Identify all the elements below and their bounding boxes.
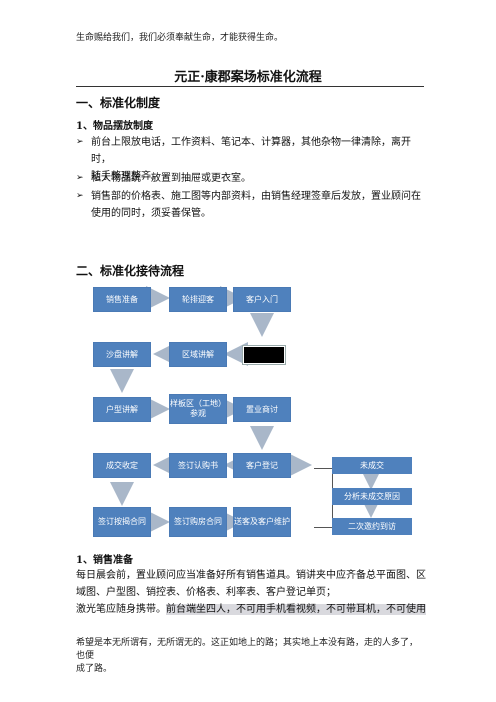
flow-step-customer-register: 客户登记	[233, 453, 291, 478]
footer-line: 希望是本无所谓有，无所谓无的。这正如地上的路；其实地上本没有路，走的人多了，也便	[76, 638, 419, 661]
header-quote: 生命赐给我们，我们必须奉献生命，才能获得生命。	[76, 33, 284, 43]
flow-step-analyze-reason: 分析未成交原因	[332, 488, 412, 505]
paragraph-text: 激光笔应随身携带。	[76, 604, 166, 615]
bullet-line: 销售部的价格表、施工图等内部资料，由销售经理签章后发放，置业顾问在	[91, 191, 421, 202]
flow-step-sales-prep: 销售准备	[93, 287, 151, 312]
arrow-bullet-icon: ➢	[76, 173, 84, 183]
flow-step-rotation: 轮排迎客	[169, 287, 227, 312]
highlighted-text: 前台端坐四人，不可用手机看视频，不可带耳机，不可使用	[166, 604, 426, 615]
bullet-item-3: ➢ 销售部的价格表、施工图等内部资料，由销售经理签章后发放，置业顾问在 使用的同…	[76, 188, 426, 222]
footer-line: 成了路。	[76, 664, 113, 674]
flow-step-unit-intro: 户型讲解	[93, 397, 151, 422]
flow-step-area-intro: 区域讲解	[169, 342, 227, 367]
flow-step-sandbox: 沙盘讲解	[93, 342, 151, 367]
paragraph-line: 每日晨会前，置业顾问应当准备好所有销售道具。销讲夹中应齐备总平面图、区	[76, 570, 426, 581]
flow-step-sign-subscription: 签订认购书	[169, 453, 227, 478]
bullet-item-1: ➢ 前台上限放电话，工作资料、笔记本、计算器，其他杂物一律清除，离开时， 随手整…	[76, 134, 426, 185]
bullet-line: 私人物品统一放置到抽屉或更衣室。	[91, 173, 251, 184]
page-title: 元正·康郡案场标准化流程	[174, 70, 322, 85]
bullet-line: 前台上限放电话，工作资料、笔记本、计算器，其他杂物一律清除，离开时，	[91, 137, 411, 165]
footer-quote: 希望是本无所谓有，无所谓无的。这正如地上的路；其实地上本没有路，走的人多了，也便…	[76, 637, 426, 676]
flow-step-negotiation: 置业商讨	[233, 397, 291, 422]
not-closed-bracket	[314, 468, 333, 528]
flow-step-not-closed: 未成交	[332, 457, 412, 474]
flow-step-model-visit: 样板区（工地）参观	[169, 394, 227, 424]
flow-step-deal-confirm: 成交收定	[93, 453, 151, 478]
bullet-item-2: ➢ 私人物品统一放置到抽屉或更衣室。	[76, 170, 426, 187]
arrow-bullet-icon: ➢	[76, 191, 84, 201]
flow-step-second-invite: 二次邀约到访	[332, 518, 412, 535]
section1-heading: 一、标准化制度	[76, 96, 161, 110]
arrow-bullet-icon: ➢	[76, 137, 84, 147]
flow-step-sign-mortgage: 签订按揭合同	[93, 507, 151, 537]
flow-step-sign-purchase: 签订购房合同	[169, 507, 227, 537]
bullet-line: 随手整理整齐。	[91, 171, 161, 182]
paragraph-line: 域图、户型图、销控表、价格表、利率表、客户登记单页；	[76, 587, 336, 598]
redacted-block	[242, 345, 286, 365]
flow-step-send-off: 送客及客户维护	[233, 507, 291, 537]
sub1-heading: 1、物品摆放制度	[76, 121, 153, 132]
title-divider	[76, 86, 424, 87]
sub2-heading: 1、销售准备	[76, 555, 133, 566]
sales-prep-paragraph: 每日晨会前，置业顾问应当准备好所有销售道具。销讲夹中应齐备总平面图、区 域图、户…	[76, 567, 426, 618]
section2-heading: 二、标准化接待流程	[76, 264, 185, 278]
paragraph-line-last: 激光笔应随身携带。前台端坐四人，不可用手机看视频，不可带耳机，不可使用	[76, 601, 426, 618]
flow-step-customer-entry: 客户入门	[233, 287, 291, 312]
bullet-line: 使用的同时，须妥善保管。	[91, 208, 211, 219]
